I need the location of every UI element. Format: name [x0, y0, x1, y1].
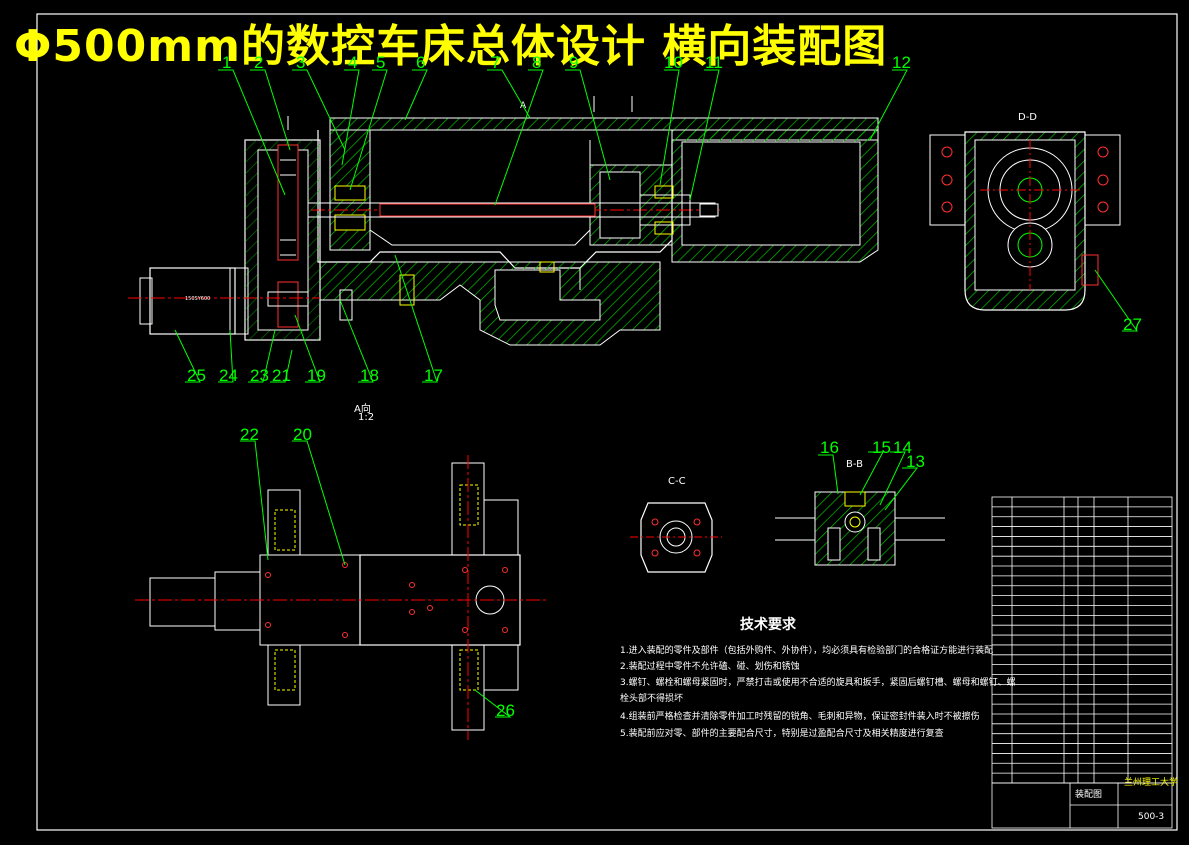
title-block-drawing-name: 装配图 — [1075, 790, 1103, 800]
view-label-bb: B-B — [846, 459, 863, 470]
section-cc-view — [630, 502, 722, 573]
svg-text:150SY600: 150SY600 — [185, 296, 210, 302]
tech-req-item: 1.进入装配的零件及部件（包括外购件、外协件），均必须具有检验部门的合格证方能进… — [620, 646, 994, 656]
part-label: 18 — [360, 366, 379, 385]
part-label: 19 — [307, 366, 326, 385]
tech-req-item: 5.装配前应对零、部件的主要配合尺寸，特别是过盈配合尺寸及相关精度进行复查 — [620, 729, 944, 739]
leader-lines — [174, 69, 1138, 718]
part-label: 23 — [250, 366, 269, 385]
part-label: 14 — [893, 438, 912, 457]
part-label: 9 — [569, 53, 579, 72]
title-block-school: 兰州理工大学 — [1124, 778, 1179, 788]
part-label: 25 — [187, 366, 206, 385]
sheet-border — [36, 13, 1178, 831]
part-label: 15 — [872, 438, 891, 457]
part-label: 22 — [240, 425, 259, 444]
part-label: 13 — [906, 452, 925, 471]
part-label: 26 — [496, 701, 515, 720]
tech-req-item: 栓头部不得损坏 — [620, 694, 684, 704]
part-label: 24 — [219, 366, 238, 385]
tech-req-item: 3.螺钉、螺栓和螺母紧固时，严禁打击或使用不合适的旋具和扳手，紧固后螺钉槽、螺母… — [620, 678, 1016, 688]
part-label: 2 — [254, 53, 264, 72]
part-label: 5 — [376, 53, 386, 72]
tech-req-title: 技术要求 — [740, 617, 796, 633]
part-label: 8 — [532, 53, 542, 72]
part-label: 11 — [705, 53, 723, 72]
drawing-title: Φ500mm的数控车床总体设计 横向装配图 — [14, 21, 888, 72]
tech-req-item: 2.装配过程中零件不允许磕、碰、划伤和锈蚀 — [620, 662, 800, 672]
main-section-view: 150SY600 A — [128, 96, 879, 346]
part-label: 27 — [1123, 315, 1142, 334]
part-label: 20 — [293, 425, 312, 444]
part-label: 3 — [296, 53, 306, 72]
view-scale: 1:2 — [358, 412, 375, 423]
part-label: 10 — [664, 53, 683, 72]
part-label: 21 — [272, 366, 291, 385]
tech-req-item: 4.组装前严格检查并清除零件加工时残留的锐角、毛刺和异物，保证密封件装入时不被擦… — [620, 712, 980, 722]
section-dd-view — [929, 131, 1121, 311]
part-label: 17 — [424, 366, 443, 385]
part-label: 6 — [416, 53, 426, 72]
part-label: 7 — [491, 53, 501, 72]
view-label-cc: C-C — [668, 476, 686, 487]
parts-table — [991, 496, 1173, 829]
view-label-a: A向 — [354, 404, 371, 415]
title-block-drawing-no: 500-3 — [1138, 812, 1165, 822]
part-label: 1 — [222, 53, 232, 72]
part-label: 4 — [348, 53, 358, 72]
plan-view-a — [135, 455, 548, 740]
section-bb-view — [775, 491, 945, 566]
part-label: 12 — [892, 53, 911, 72]
part-label: 16 — [820, 438, 839, 457]
view-label-dd: D-D — [1018, 112, 1038, 123]
